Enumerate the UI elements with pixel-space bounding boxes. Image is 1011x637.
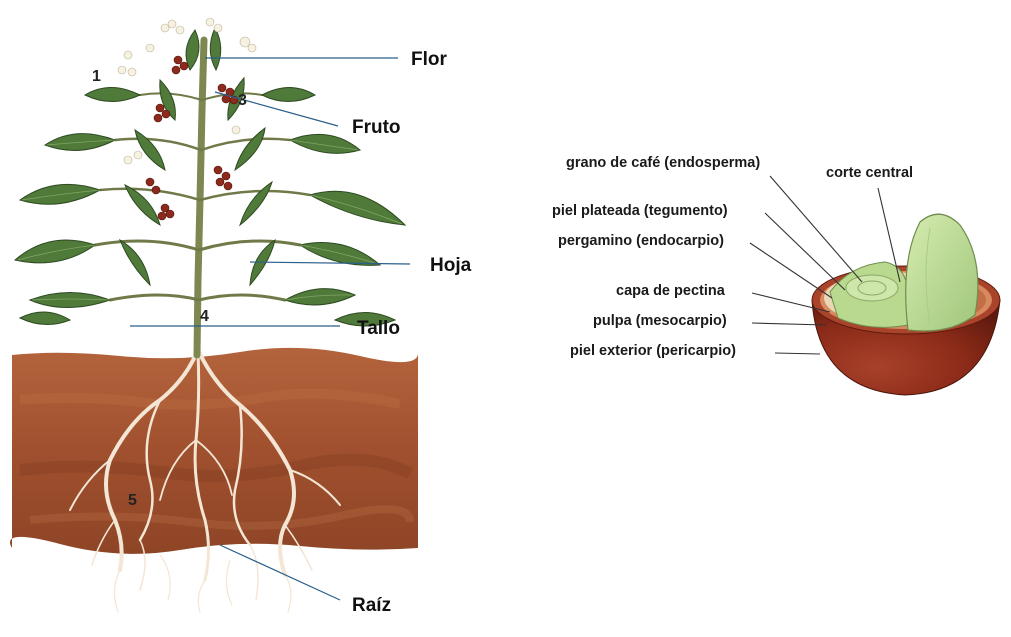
plant-number-5: 5 [128, 492, 137, 510]
label-piel-exterior: piel exterior (pericarpio) [570, 343, 736, 359]
leader-piel-exterior [775, 353, 820, 354]
label-raiz: Raíz [352, 595, 391, 617]
label-hoja: Hoja [430, 255, 471, 277]
leader-pergamino [750, 243, 832, 298]
label-pergamino: pergamino (endocarpio) [558, 233, 724, 249]
leaf-veins [18, 140, 402, 300]
leader-hoja [250, 262, 410, 264]
label-corte-central: corte central [826, 165, 913, 181]
label-grano-de-cafe: grano de café (endosperma) [566, 155, 760, 171]
coffee-cherry-section [812, 214, 1000, 395]
label-flor: Flor [411, 49, 447, 71]
plant-number-4: 4 [200, 308, 209, 326]
plant-number-3: 3 [238, 92, 247, 110]
label-fruto: Fruto [352, 117, 401, 139]
leader-piel-plateada [765, 213, 845, 290]
leaves [15, 28, 405, 326]
plant-number-1: 1 [92, 68, 101, 86]
label-capa-de-pectina: capa de pectina [616, 283, 725, 299]
label-pulpa: pulpa (mesocarpio) [593, 313, 727, 329]
label-piel-plateada: piel plateada (tegumento) [552, 203, 728, 219]
label-tallo: Tallo [357, 318, 400, 340]
